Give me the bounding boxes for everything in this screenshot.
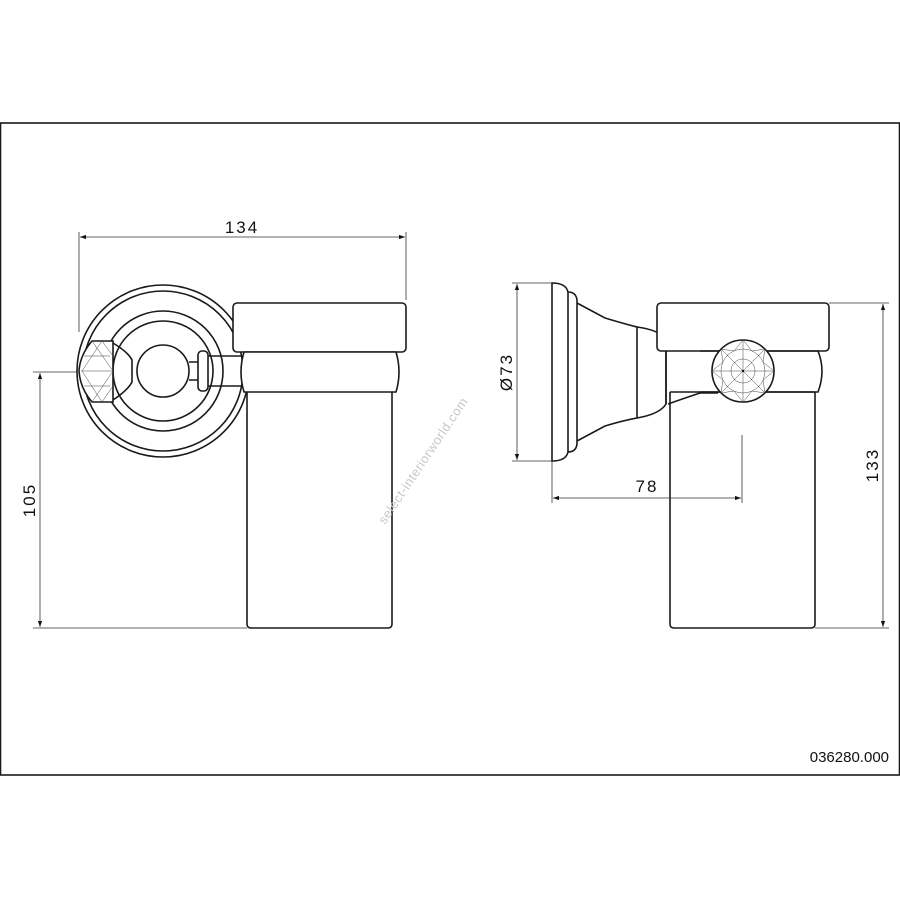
drawing-frame xyxy=(0,122,900,776)
side-view: Ø73 78 133 xyxy=(497,282,889,629)
crystal-cap-icon xyxy=(78,340,133,403)
crystal-ball-icon xyxy=(711,339,775,403)
dimension-label-width: 134 xyxy=(225,218,259,237)
front-view: 134 105 xyxy=(20,218,407,629)
dimension-height-front: 105 xyxy=(20,371,247,629)
dimension-label-height-front: 105 xyxy=(20,483,39,517)
dimension-height-side: 133 xyxy=(815,302,889,629)
wall-plate xyxy=(551,282,578,462)
watermark: select-interiorworld.com xyxy=(375,395,471,527)
dimension-label-diameter: Ø73 xyxy=(497,353,516,391)
tumbler-cup-side xyxy=(656,302,830,629)
tumbler-cup-front xyxy=(232,302,407,629)
wall-rosette xyxy=(76,284,250,458)
dimension-depth: 78 xyxy=(551,435,743,503)
dimension-label-height-side: 133 xyxy=(863,448,882,482)
holder-arm xyxy=(189,350,241,392)
dimension-width: 134 xyxy=(78,218,407,332)
dimension-diameter: Ø73 xyxy=(497,282,552,462)
dimension-label-depth: 78 xyxy=(636,477,659,496)
product-code: 036280.000 xyxy=(810,749,889,766)
